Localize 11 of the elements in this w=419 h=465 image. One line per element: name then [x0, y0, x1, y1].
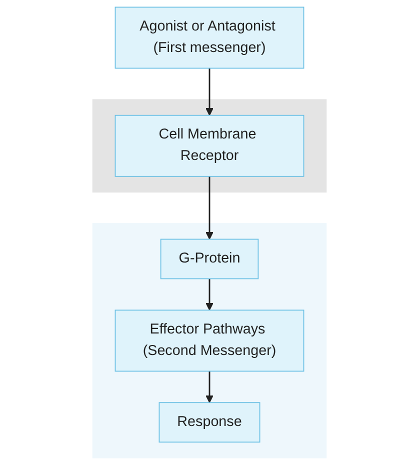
arrow: [206, 68, 214, 116]
node-box: [114, 6, 304, 69]
arrow: [206, 176, 214, 240]
cluster: [92, 99, 327, 193]
cluster: [92, 223, 327, 458]
arrow: [206, 371, 214, 403]
node-box: [160, 238, 259, 280]
node-box: [114, 310, 304, 372]
arrow: [206, 278, 214, 310]
node-box: [114, 114, 304, 177]
node-box: [158, 402, 260, 443]
